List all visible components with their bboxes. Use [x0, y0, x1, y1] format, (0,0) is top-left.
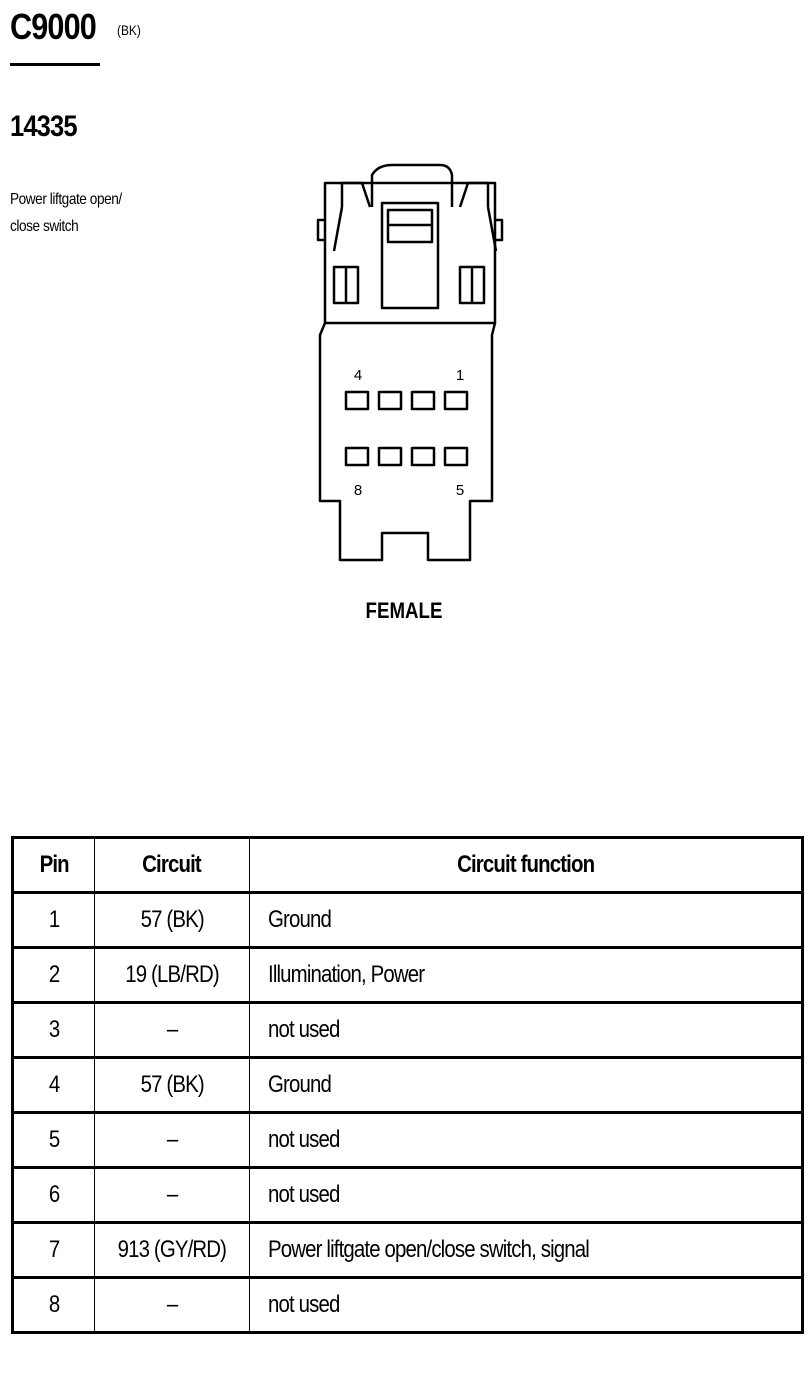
- connector-description: Power liftgate open/ close switch: [10, 186, 155, 240]
- pin-value: 3: [48, 1016, 60, 1043]
- circuit-value: –: [166, 1016, 178, 1043]
- pin-cell: 2: [12, 946, 95, 1004]
- pin-value: 8: [48, 1291, 60, 1318]
- function-cell: not used: [249, 1276, 803, 1334]
- circuit-cell: –: [94, 1111, 250, 1169]
- left-tab: [340, 181, 372, 208]
- pin-cell: 8: [12, 1276, 95, 1334]
- function-cell: Ground: [249, 891, 803, 949]
- pin-label-8: 8: [354, 482, 362, 499]
- circuit-cell: 57 (BK): [94, 891, 250, 949]
- pin-value: 7: [48, 1236, 60, 1263]
- function-value: Ground: [268, 906, 332, 933]
- pin-value: 1: [48, 906, 60, 933]
- circuit-value: 913 (GY/RD): [117, 1236, 227, 1263]
- pin-cavity-3: [377, 390, 403, 411]
- left-bump: [316, 218, 325, 242]
- pin-cell: 3: [12, 1001, 95, 1059]
- circuit-value: 57 (BK): [140, 906, 204, 933]
- function-value: not used: [268, 1181, 340, 1208]
- function-value: not used: [268, 1016, 340, 1043]
- function-cell: not used: [249, 1166, 803, 1224]
- description-line-1: Power liftgate open/: [10, 191, 122, 208]
- pin-cell: 1: [12, 891, 95, 949]
- pin-cavity-8: [344, 446, 370, 467]
- pin-cavity-5: [443, 446, 469, 467]
- pin-cell: 5: [12, 1111, 95, 1169]
- pin-value: 6: [48, 1181, 60, 1208]
- pin-cell: 4: [12, 1056, 95, 1114]
- function-value: not used: [268, 1126, 340, 1153]
- function-value: Ground: [268, 1071, 332, 1098]
- function-cell: Ground: [249, 1056, 803, 1114]
- connector-color: (BK): [117, 22, 141, 38]
- table-row: 3 – not used: [12, 1001, 803, 1059]
- table-row: 8 – not used: [12, 1276, 803, 1334]
- pin-value: 4: [48, 1071, 60, 1098]
- pin-table: Pin Circuit Circuit function 1 57 (BK) G…: [11, 836, 804, 1334]
- pin-cavity-1: [443, 390, 469, 411]
- function-cell: not used: [249, 1001, 803, 1059]
- circuit-cell: 19 (LB/RD): [94, 946, 250, 1004]
- circuit-value: 57 (BK): [140, 1071, 204, 1098]
- function-value: Illumination, Power: [268, 961, 425, 988]
- function-cell: Illumination, Power: [249, 946, 803, 1004]
- pin-label-5: 5: [456, 482, 464, 499]
- latch-hump: [370, 163, 454, 207]
- function-cell: not used: [249, 1111, 803, 1169]
- pin-label-1: 1: [456, 367, 464, 384]
- function-cell: Power liftgate open/close switch, signal: [249, 1221, 803, 1279]
- lower-body: [318, 322, 497, 562]
- pin-cavity-6: [410, 446, 436, 467]
- pin-cavity-7: [377, 446, 403, 467]
- table-header-row: Pin Circuit Circuit function: [12, 836, 803, 894]
- circuit-value: –: [166, 1126, 178, 1153]
- table-row: 2 19 (LB/RD) Illumination, Power: [12, 946, 803, 1004]
- pin-cavity-4: [344, 390, 370, 411]
- table-row: 7 913 (GY/RD) Power liftgate open/close …: [12, 1221, 803, 1279]
- function-value: not used: [268, 1291, 340, 1318]
- right-tab: [458, 181, 490, 208]
- circuit-cell: –: [94, 1276, 250, 1334]
- pin-label-4: 4: [354, 367, 362, 384]
- function-value: Power liftgate open/close switch, signal: [268, 1236, 590, 1263]
- upper-housing: [323, 181, 497, 325]
- pin-value: 2: [48, 961, 60, 988]
- header-function: Circuit function: [249, 836, 803, 894]
- header-circuit-text: Circuit: [142, 851, 203, 878]
- table-row: 6 – not used: [12, 1166, 803, 1224]
- pin-cell: 6: [12, 1166, 95, 1224]
- header-function-text: Circuit function: [456, 851, 595, 878]
- table-row: 5 – not used: [12, 1111, 803, 1169]
- circuit-value: –: [166, 1181, 178, 1208]
- circuit-cell: –: [94, 1166, 250, 1224]
- circuit-cell: 57 (BK): [94, 1056, 250, 1114]
- gender-label: FEMALE: [365, 598, 443, 623]
- right-bump: [495, 218, 504, 242]
- circuit-cell: –: [94, 1001, 250, 1059]
- circuit-cell: 913 (GY/RD): [94, 1221, 250, 1279]
- header-pin-text: Pin: [39, 851, 69, 878]
- connector-face-diagram: 4 1 8 5: [316, 163, 504, 562]
- pin-cell: 7: [12, 1221, 95, 1279]
- connector-id-underline: [10, 63, 100, 66]
- header-circuit: Circuit: [94, 836, 250, 894]
- table-row: 4 57 (BK) Ground: [12, 1056, 803, 1114]
- pin-value: 5: [48, 1126, 60, 1153]
- header-pin: Pin: [12, 836, 95, 894]
- circuit-value: 19 (LB/RD): [125, 961, 219, 988]
- circuit-value: –: [166, 1291, 178, 1318]
- center-latch-outer: [380, 201, 440, 310]
- connector-id: C9000: [10, 6, 97, 47]
- table-row: 1 57 (BK) Ground: [12, 891, 803, 949]
- part-number: 14335: [10, 110, 78, 143]
- description-line-2: close switch: [10, 218, 79, 235]
- pin-cavity-2: [410, 390, 436, 411]
